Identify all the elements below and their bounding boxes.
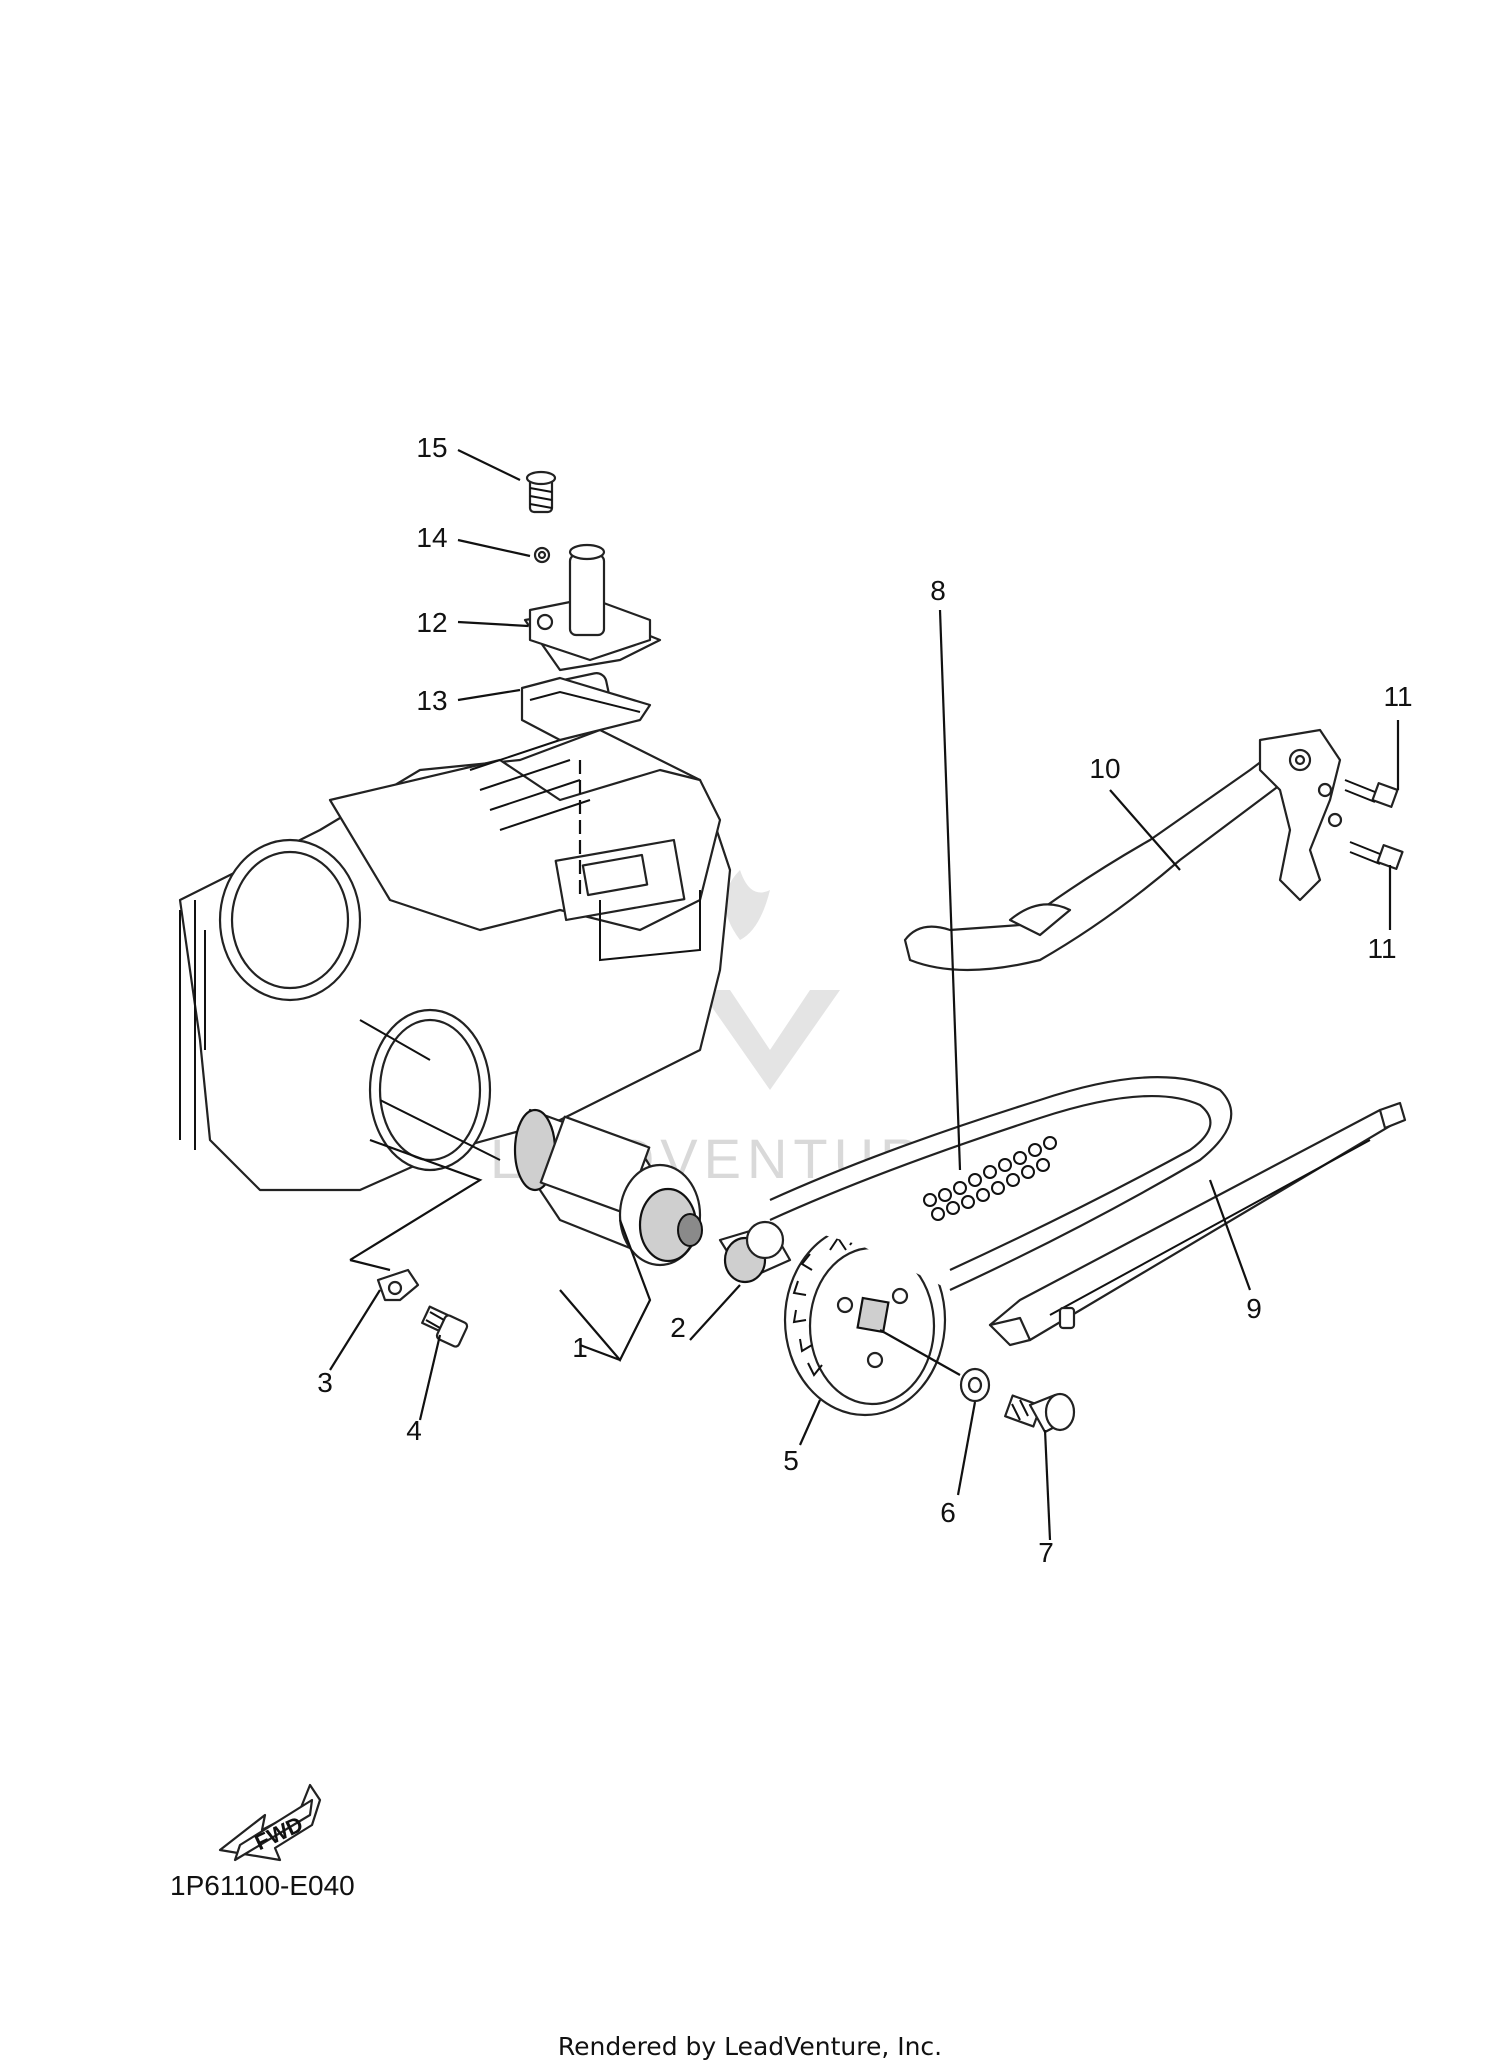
camshaft: [513, 1108, 703, 1267]
callout-11-top: 11: [1383, 681, 1412, 712]
callout-13: 13: [416, 685, 447, 716]
callout-10: 10: [1089, 753, 1120, 784]
callout-11-bottom: 11: [1367, 933, 1396, 964]
callout-1: 1: [572, 1332, 588, 1363]
callout-7: 7: [1038, 1537, 1054, 1568]
callout-15: 15: [416, 432, 447, 463]
arm-bolts: [1344, 779, 1404, 870]
crankcase: [178, 728, 732, 1192]
diagram-code: 1P61100-E040: [170, 1870, 355, 1901]
callout-9: 9: [1246, 1293, 1262, 1324]
leader-lines: [329, 449, 1400, 1541]
callout-14: 14: [416, 522, 447, 553]
cam-chain: [769, 1076, 1233, 1291]
footer-credit: Rendered by LeadVenture, Inc.: [558, 2032, 942, 2061]
tensioner-arm: [903, 728, 1343, 972]
fwd-arrow-badge: FWD: [218, 1783, 322, 1862]
washer-and-bolt: [959, 1367, 1076, 1434]
callout-2: 2: [670, 1312, 686, 1343]
callout-3: 3: [317, 1367, 333, 1398]
callout-labels: 1 2 3 4 5 6 7 8 9 10 11 11 12 13 14 15: [317, 432, 1412, 1568]
callout-4: 4: [406, 1415, 422, 1446]
cam-sprocket: [783, 1223, 947, 1417]
dowel-pin: [718, 1220, 792, 1284]
callout-8: 8: [930, 575, 946, 606]
plate-and-bolt: [376, 1268, 469, 1348]
chain-links: [923, 1136, 1057, 1221]
callout-5: 5: [783, 1445, 799, 1476]
callout-12: 12: [416, 607, 447, 638]
callout-6: 6: [940, 1497, 956, 1528]
fwd-label: FWD: [251, 1811, 307, 1855]
chain-guide: [988, 1101, 1407, 1347]
tensioner-assembly: [520, 470, 662, 900]
